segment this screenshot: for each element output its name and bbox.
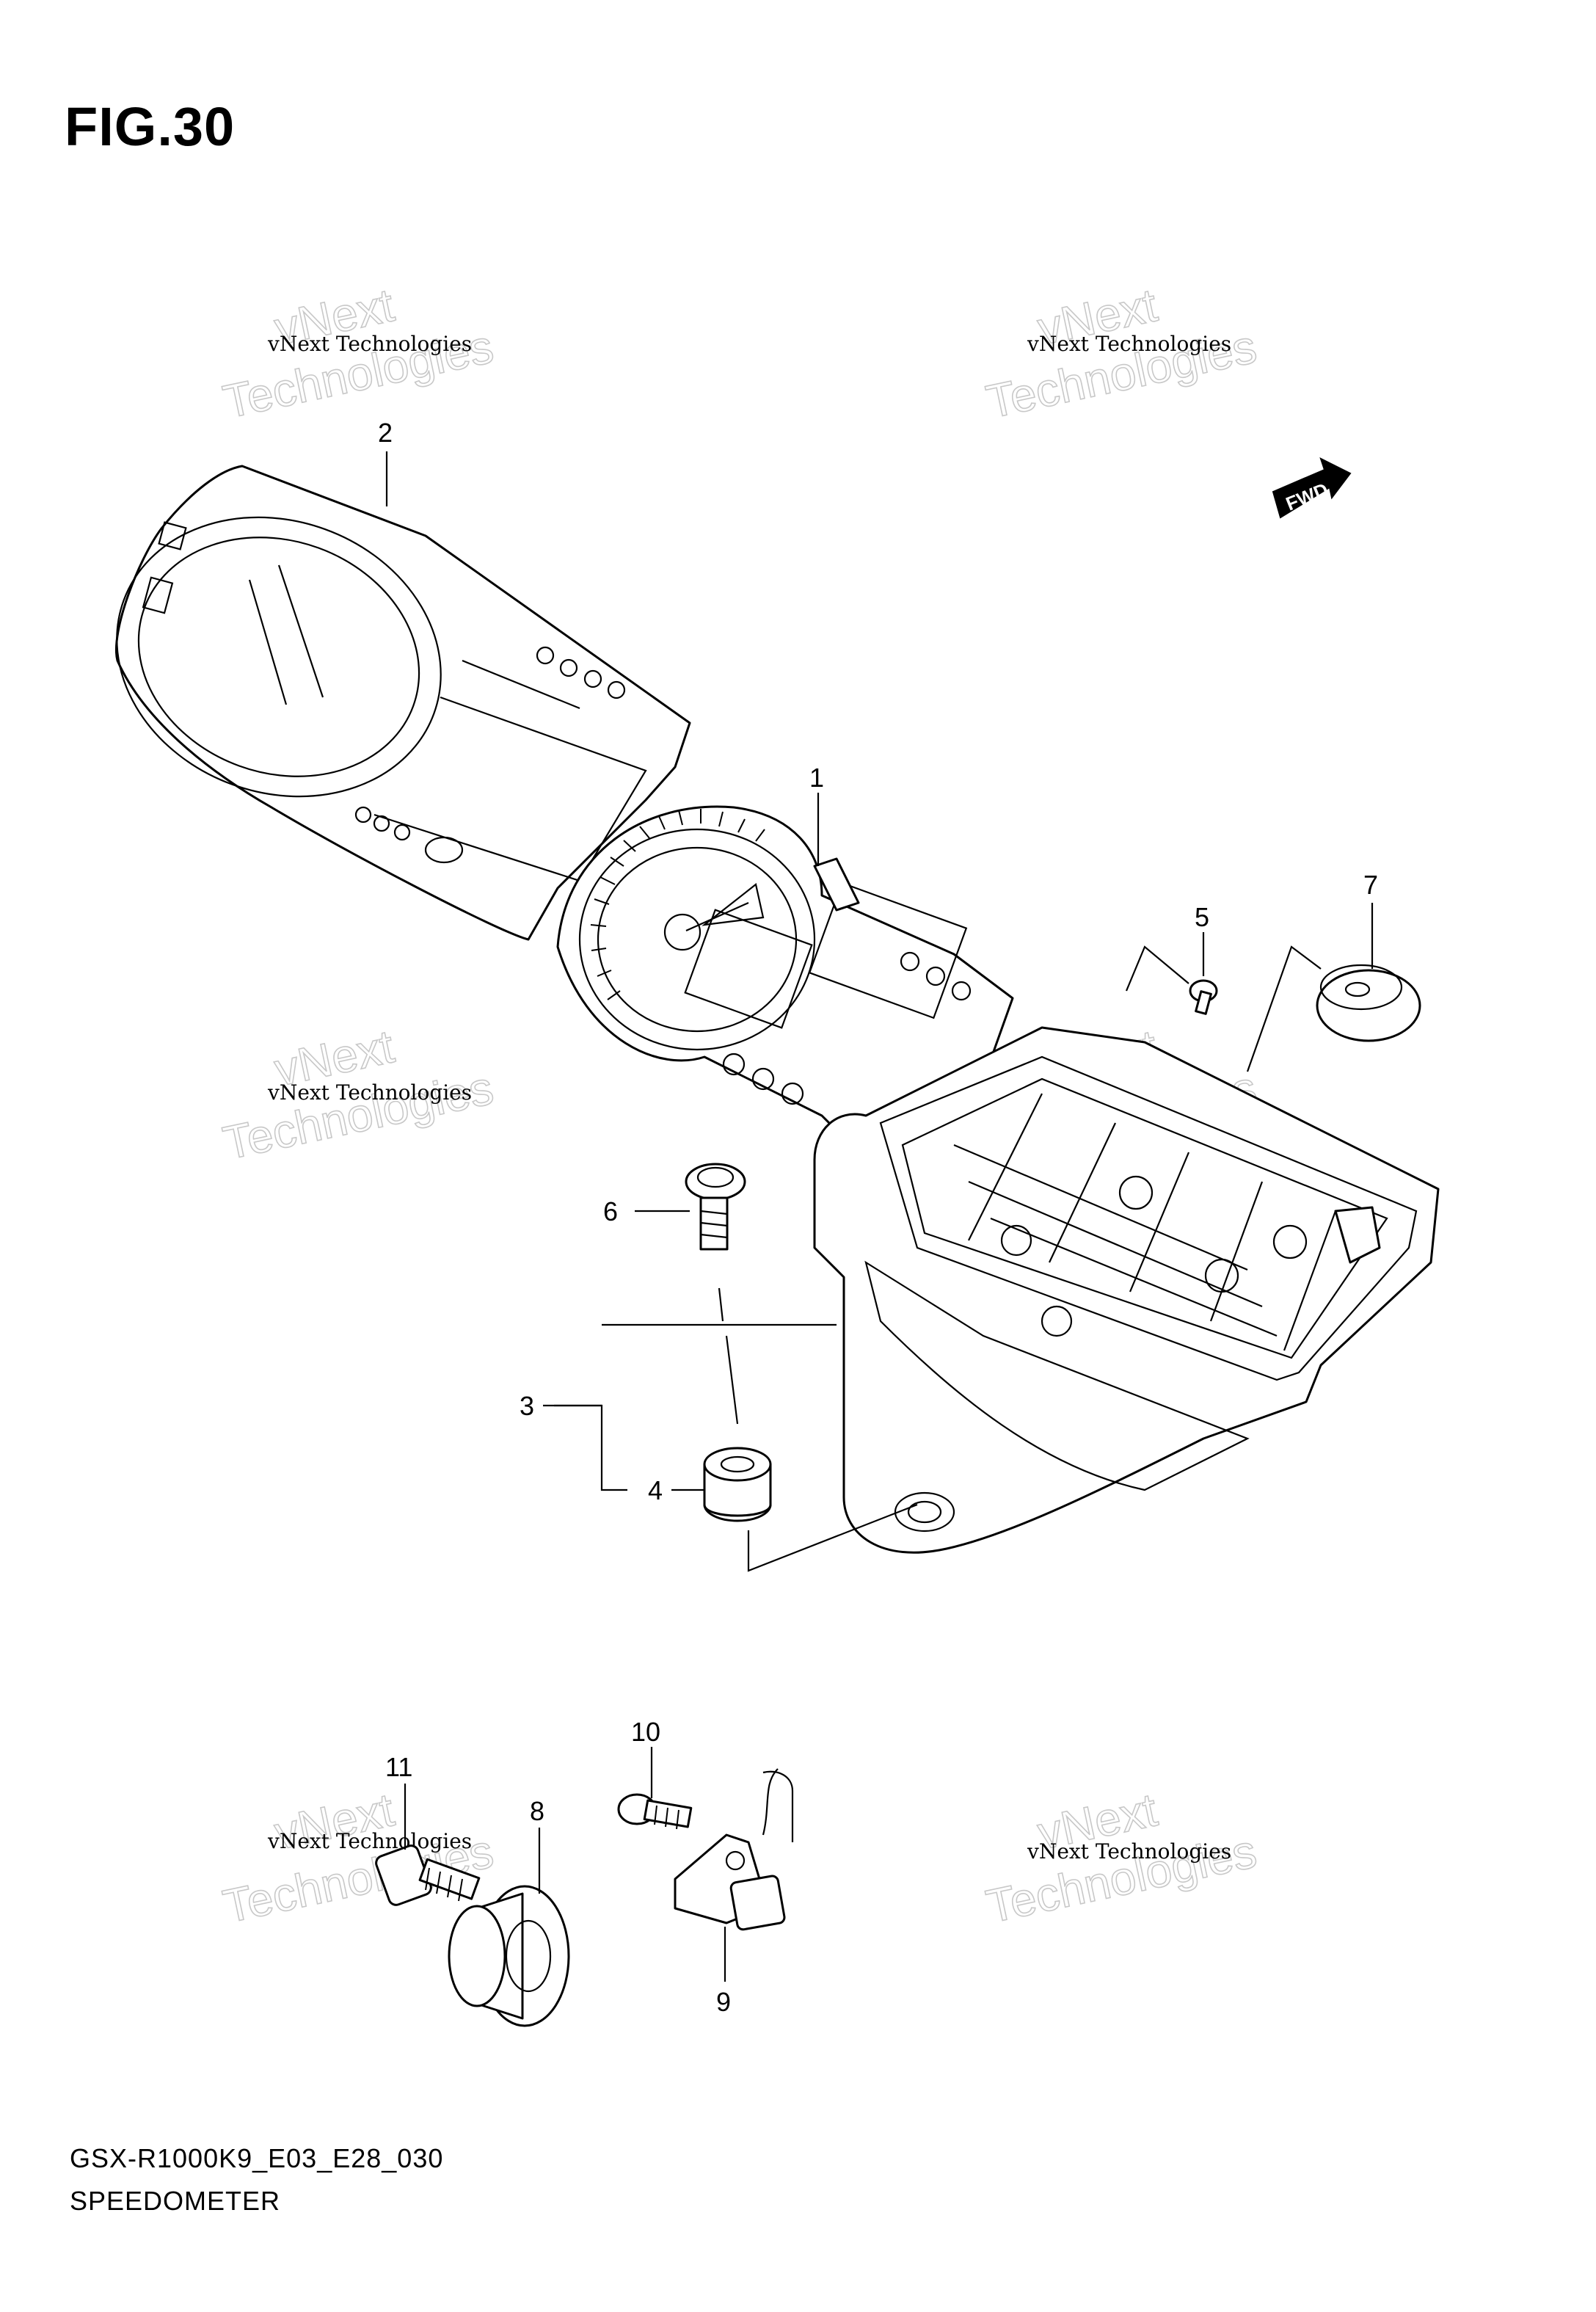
meter-case-upper [115,465,691,941]
watermark-top-left: vNext Technologies vNext Technologies [218,277,498,429]
grommet-part-4 [703,1447,772,1522]
leader-lines [385,451,1374,1982]
watermark-top-right: vNext Technologies vNext Technologies [981,277,1261,429]
screw-part-6 [685,1163,746,1251]
callout-7: 7 [1363,870,1378,900]
callout-11: 11 [385,1752,412,1782]
svg-text:vNext Technologies: vNext Technologies [267,1829,472,1853]
svg-text:vNext Technologies: vNext Technologies [1027,332,1231,356]
fwd-arrow-icon: FWD [1272,457,1352,519]
bolt-part-11 [375,1844,481,1906]
watermark-bottom-left: vNext Technologies vNext Technologies [218,1782,498,1933]
svg-text:vNext Technologies: vNext Technologies [267,332,472,356]
svg-text:vNext Technologies: vNext Technologies [267,1080,472,1105]
meter-case-lower [813,1026,1440,1554]
callout-5: 5 [1195,902,1209,932]
callout-4: 4 [648,1475,663,1505]
watermark-mid-left: vNext Technologies vNext Technologies [218,1019,498,1170]
watermark-bottom-right: vNext Technologies vNext Technologies [981,1782,1261,1933]
callout-2: 2 [378,418,393,448]
section-name: SPEEDOMETER [70,2186,281,2216]
speed-sensor-part-9 [674,1768,794,1931]
screw-part-5 [1189,979,1218,1015]
callout-1: 1 [809,763,824,793]
svg-text:vNext Technologies: vNext Technologies [1027,1839,1231,1864]
cap-part-7 [1316,964,1421,1042]
callout-3: 3 [520,1391,534,1421]
bolt-part-10 [617,1793,693,1830]
figure-title: FIG.30 [65,96,236,157]
callout-8: 8 [530,1796,544,1826]
model-code: GSX-R1000K9_E03_E28_030 [70,2143,444,2173]
callout-6: 6 [603,1196,618,1226]
callout-10: 10 [631,1717,660,1747]
collar-part-8 [448,1885,570,2027]
callout-9: 9 [716,1987,731,2017]
meter-assembly [556,805,1014,1146]
